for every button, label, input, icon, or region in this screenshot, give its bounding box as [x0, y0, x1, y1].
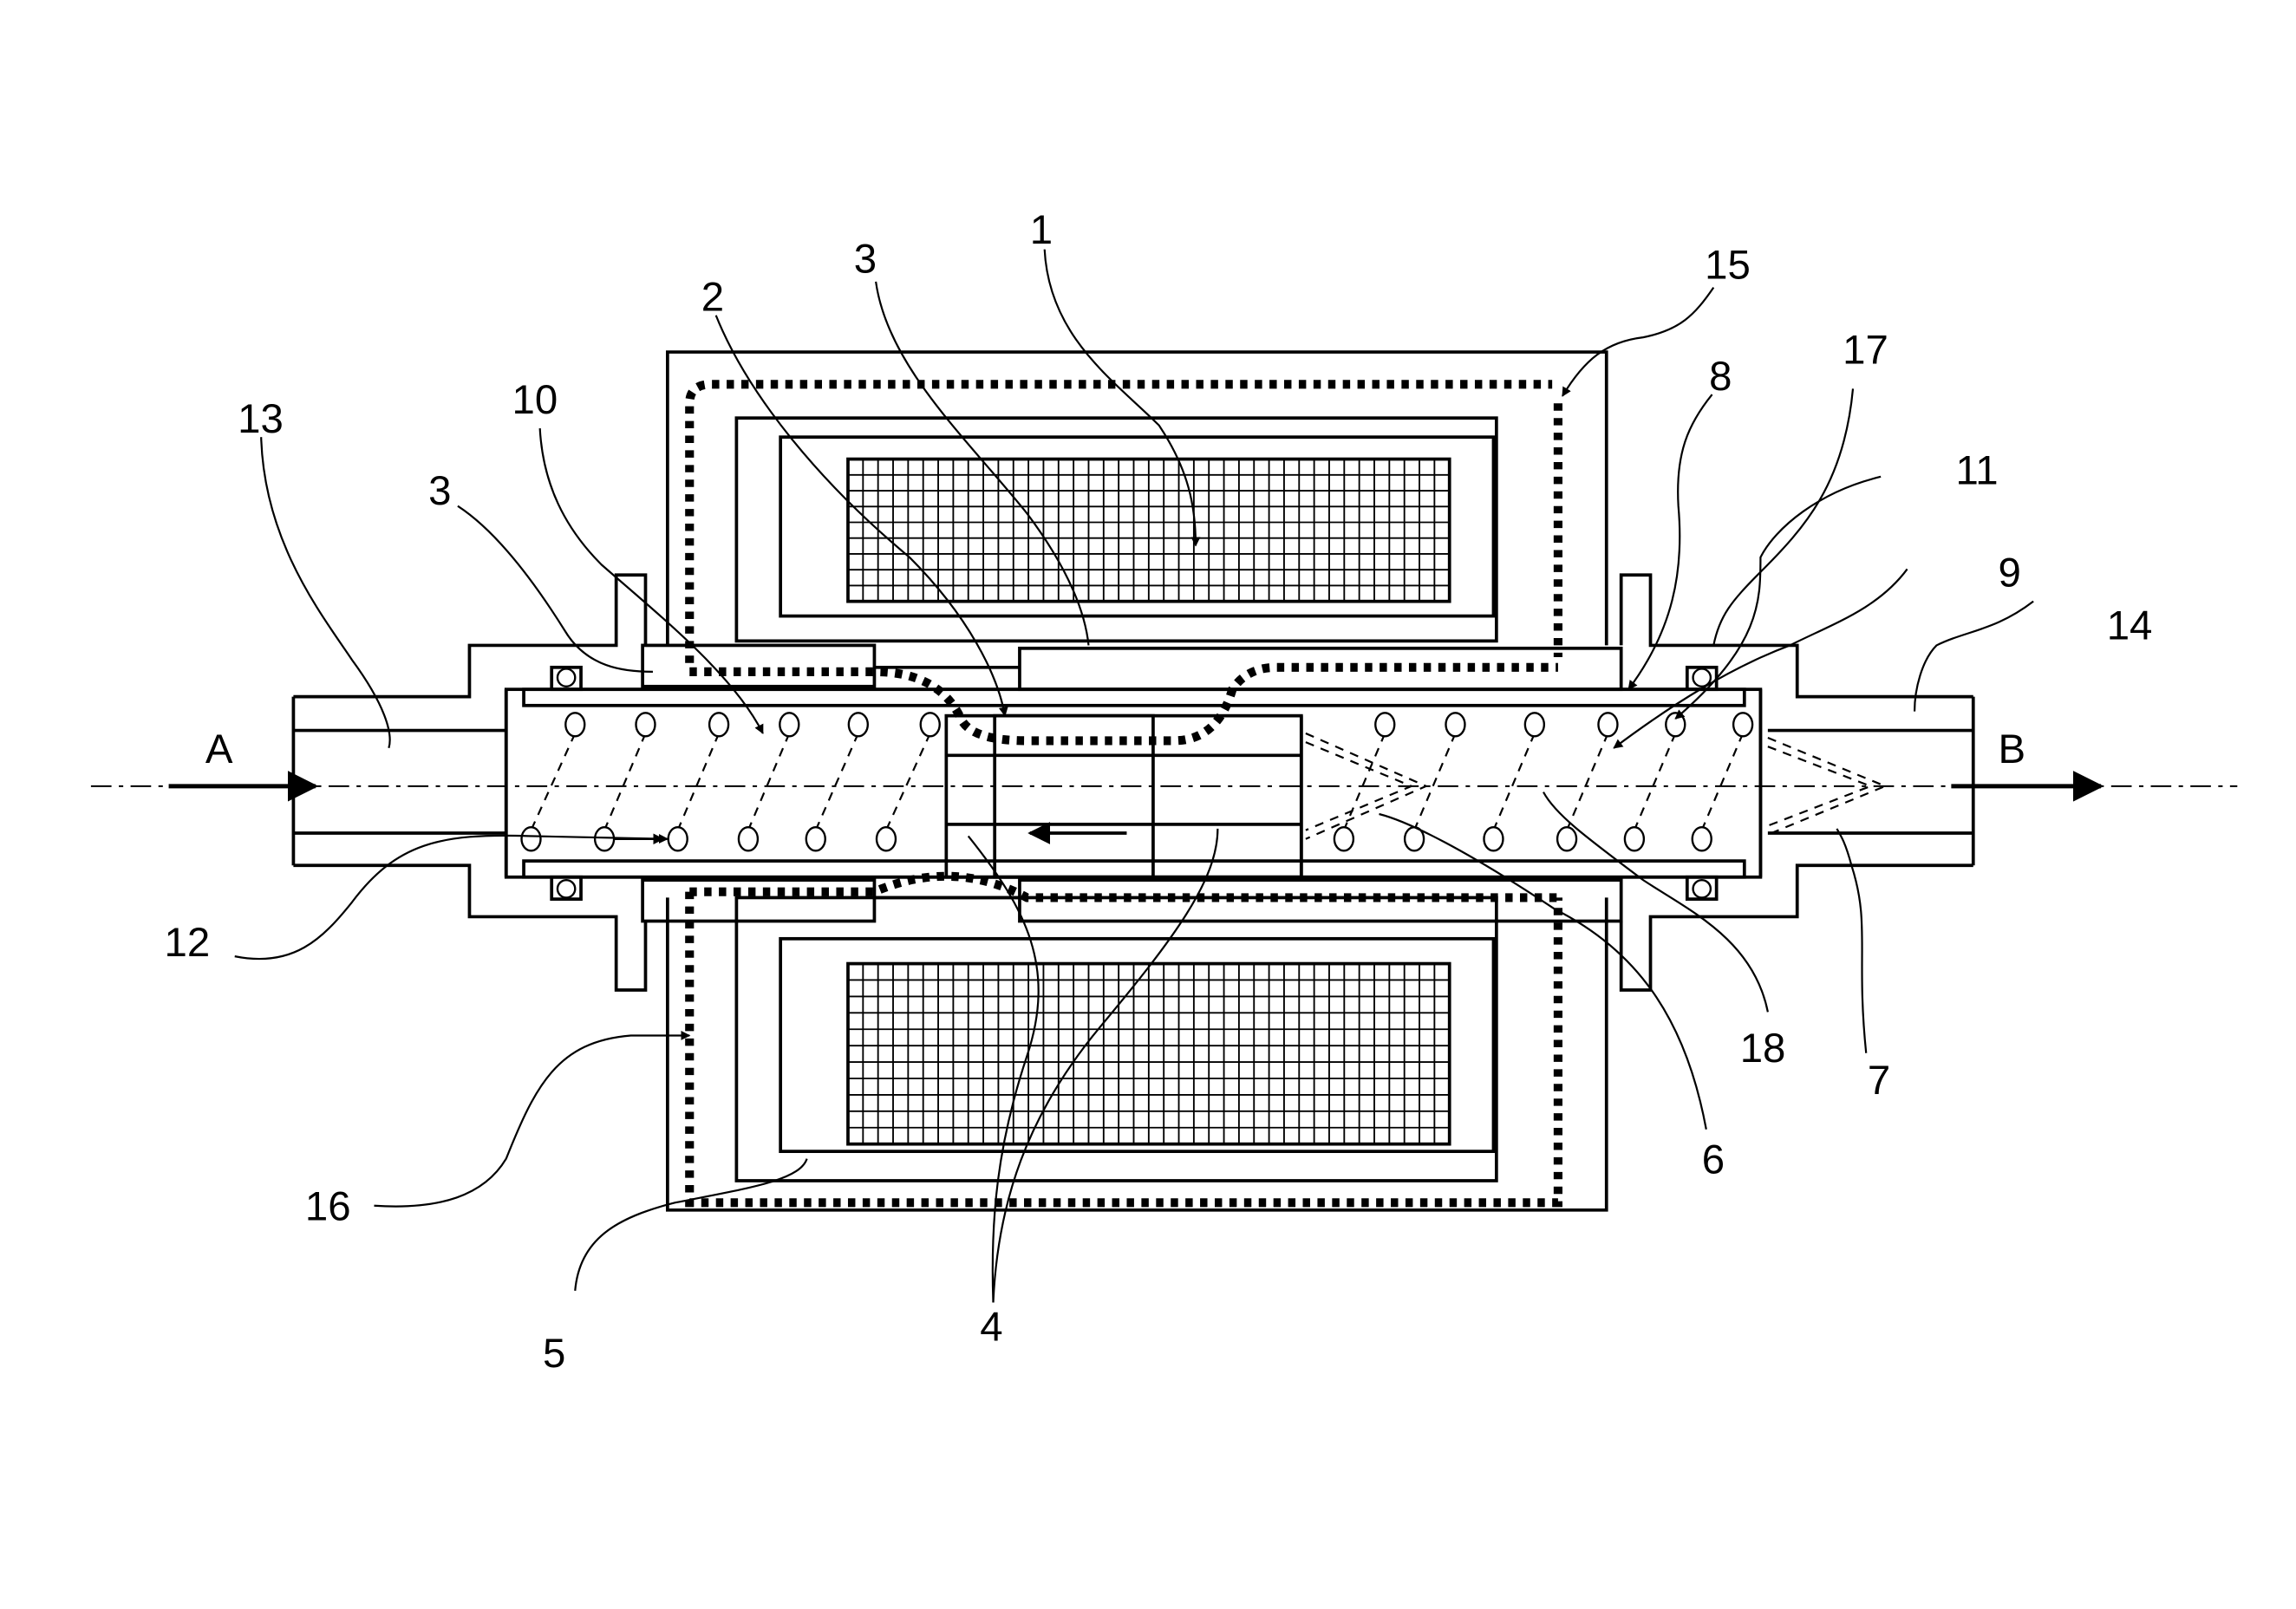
- spring-coil: [1342, 733, 1386, 831]
- label-8: 8: [1709, 354, 1732, 400]
- label-7: 7: [1868, 1058, 1890, 1104]
- spring-wire-section: [1483, 826, 1504, 852]
- spring-wire-section: [1597, 712, 1619, 738]
- spring-wire-section: [635, 712, 656, 738]
- spring-coil: [1413, 733, 1457, 831]
- spring-wire-section: [737, 826, 760, 852]
- upper-yoke: [666, 350, 1608, 646]
- label-15: 15: [1705, 242, 1751, 288]
- label-14: 14: [2107, 603, 2153, 649]
- spring-coil: [603, 733, 647, 831]
- spring-wire-section: [593, 826, 616, 852]
- spring-wire-section: [805, 826, 826, 852]
- flux-path-upper: [685, 380, 1562, 746]
- spring-wire-section: [1623, 826, 1646, 852]
- inlet-label-A: A: [205, 726, 233, 772]
- label-9: 9: [1999, 550, 2021, 596]
- label-17: 17: [1843, 328, 1888, 374]
- label-16: 16: [305, 1184, 351, 1230]
- flux-path-lower: [685, 871, 1562, 1208]
- spring-coil: [1700, 733, 1745, 831]
- spring-wire-section: [520, 826, 542, 852]
- outlet-fitting: [1619, 573, 1975, 992]
- spring-wire-section: [1374, 712, 1396, 738]
- label-12: 12: [165, 920, 211, 966]
- spring-wire-section: [1445, 712, 1466, 738]
- label-1: 1: [1030, 207, 1053, 253]
- coil-winding-upper: [847, 459, 1450, 602]
- plunger: [944, 713, 1303, 879]
- spring-wire-section: [779, 712, 800, 738]
- springs: [520, 712, 1754, 852]
- spring-wire-section: [1691, 826, 1712, 852]
- coil-winding-lower: [847, 963, 1450, 1144]
- o-rings: [550, 665, 1719, 901]
- spring-wire-section: [1665, 712, 1686, 738]
- spring-coil: [1492, 733, 1536, 831]
- spring-wire-section: [919, 712, 941, 738]
- label-11: 11: [1955, 447, 1998, 493]
- spring-wire-section: [1333, 826, 1355, 852]
- label-6: 6: [1702, 1137, 1725, 1183]
- spring-wire-section: [708, 712, 730, 738]
- reference-labels: 13 10 3 2 3 1 15 8 17 11 9 14 12 16 5 4 …: [165, 207, 2153, 1377]
- label-3-center: 3: [854, 237, 877, 283]
- label-13: 13: [238, 396, 284, 442]
- label-3-left: 3: [428, 468, 451, 514]
- spring-wire-section: [667, 826, 688, 852]
- label-10: 10: [512, 377, 558, 423]
- inlet-fitting: [291, 573, 648, 992]
- spring-coil: [884, 733, 931, 831]
- spring-wire-section: [564, 712, 586, 738]
- spring-wire-section: [1523, 712, 1546, 738]
- spring-wire-section: [1556, 826, 1578, 852]
- label-5: 5: [543, 1331, 565, 1377]
- spring-coil: [814, 733, 859, 831]
- check-valves: [1299, 715, 1888, 877]
- spring-coil: [530, 733, 577, 831]
- label-18: 18: [1740, 1026, 1786, 1072]
- spring-coil: [1566, 733, 1609, 831]
- lower-yoke: [666, 896, 1608, 1212]
- pole-pieces: [641, 643, 1623, 923]
- leader-lines: [234, 249, 2034, 1303]
- outlet-label-B: B: [1999, 726, 2026, 772]
- spring-wire-section: [1732, 712, 1754, 738]
- spring-wire-section: [847, 712, 870, 738]
- label-2: 2: [701, 275, 724, 321]
- spring-coil: [747, 733, 791, 831]
- label-4: 4: [980, 1304, 1002, 1350]
- spring-wire-section: [875, 826, 897, 852]
- spring-coil: [676, 733, 721, 831]
- spring-coil: [1633, 733, 1677, 831]
